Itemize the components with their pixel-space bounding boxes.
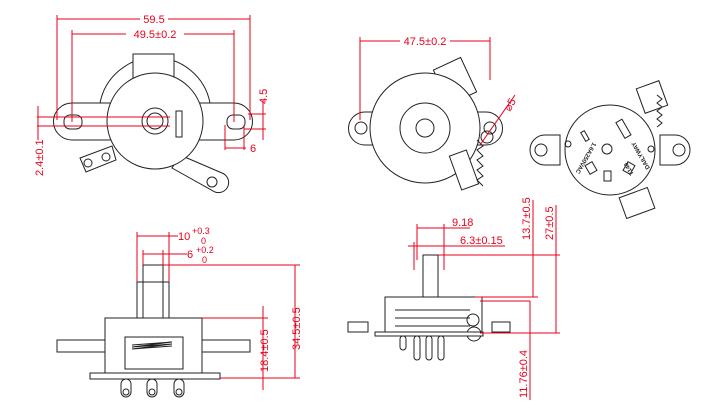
inner-ring (399, 102, 451, 154)
terminal-hole (101, 152, 111, 162)
right-flange (491, 321, 511, 333)
dim-ear-height: 4.5 (258, 89, 270, 104)
front-view: 59.5 49.5±0.2 2.4±0.1 4.5 6 (34, 12, 270, 194)
spring-anchor (480, 130, 494, 144)
screw-icon (564, 140, 572, 148)
dim-hole-pitch: 49.5±0.2 (134, 29, 177, 41)
rear-view: 1.6A250VAC DAILYWAY T140 (529, 80, 691, 220)
left-ear (529, 134, 561, 166)
pins (399, 335, 445, 361)
dim-total-height: 27±0.5 (544, 206, 556, 240)
lower-right-terminal (171, 154, 230, 194)
terminal-hole (206, 176, 218, 188)
shaft-inner (146, 112, 164, 130)
side-view-2: 9.18 6.3±0.15 13.7±0.5 27±0.5 11.76±0.4 (347, 197, 560, 400)
contact-slot (615, 118, 632, 139)
spring (656, 94, 663, 128)
shaft-outer (141, 107, 169, 135)
right-ear (659, 134, 691, 166)
rotor-disc (106, 72, 204, 170)
left-flange (347, 321, 369, 333)
dim-shaft-outer-tol-lower: 0 (201, 236, 206, 246)
rear-body (564, 104, 656, 196)
spring (476, 139, 484, 187)
dim-shaft-b: 6.3±0.15 (460, 235, 503, 247)
left-flange (56, 339, 106, 353)
ear-hole (354, 121, 368, 135)
pins (120, 378, 185, 398)
dim-shaft-a: 9.18 (452, 217, 473, 229)
center-hole (601, 143, 613, 155)
ear-hole (672, 143, 686, 157)
dim-shaft-height: 13.7±0.5 (521, 197, 533, 240)
terminal-hole (83, 158, 93, 168)
dim-body-width: 47.5±0.2 (404, 36, 447, 48)
ear-hole (534, 143, 548, 157)
shaft-tip (142, 264, 164, 283)
dim-slot-width: 6 (250, 143, 256, 155)
ear-hole (483, 121, 497, 135)
lower-tab (448, 149, 480, 191)
contact-slot (175, 110, 183, 138)
bottom-tab (618, 186, 656, 220)
terminal (584, 160, 598, 176)
side-view: 10 +0.3 0 6 +0.2 0 34.5±0.5 18.4±0.5 (56, 226, 303, 398)
dim-total-height: 34.5±0.5 (291, 307, 303, 350)
housing (384, 296, 483, 334)
right-flange (201, 339, 251, 353)
dim-shaft-outer: 10 (178, 231, 190, 243)
terminal (603, 170, 612, 182)
dim-offset: 2.4±0.1 (34, 139, 46, 176)
dim-hole-dia: ⌀5 (502, 96, 519, 113)
spring-window (124, 336, 184, 370)
base-plate (89, 372, 221, 380)
left-slot (63, 114, 83, 130)
right-slot (226, 114, 246, 130)
dim-pin-height: 11.76±0.4 (518, 350, 530, 398)
dim-shaft-inner-tol-upper: +0.2 (196, 245, 214, 255)
shaft (422, 254, 439, 301)
dim-body-height: 18.4±0.5 (259, 329, 271, 372)
dim-shaft-inner-tol-lower: 0 (202, 255, 207, 265)
spring (131, 341, 173, 350)
dim-shaft-inner: 6 (187, 249, 193, 261)
dim-overall-width: 59.5 (143, 14, 164, 26)
terminal (622, 160, 636, 176)
screw-icon (647, 145, 655, 153)
shaft (415, 118, 435, 138)
dim-shaft-outer-tol-upper: +0.3 (192, 226, 210, 236)
shaft (136, 281, 170, 319)
lower-left-terminal (79, 145, 117, 173)
small-slot (580, 129, 590, 143)
base-plate (374, 331, 484, 337)
spring-coil (466, 313, 480, 327)
top-tab (635, 80, 669, 114)
back-view: 47.5±0.2 ⌀5 (348, 34, 519, 191)
